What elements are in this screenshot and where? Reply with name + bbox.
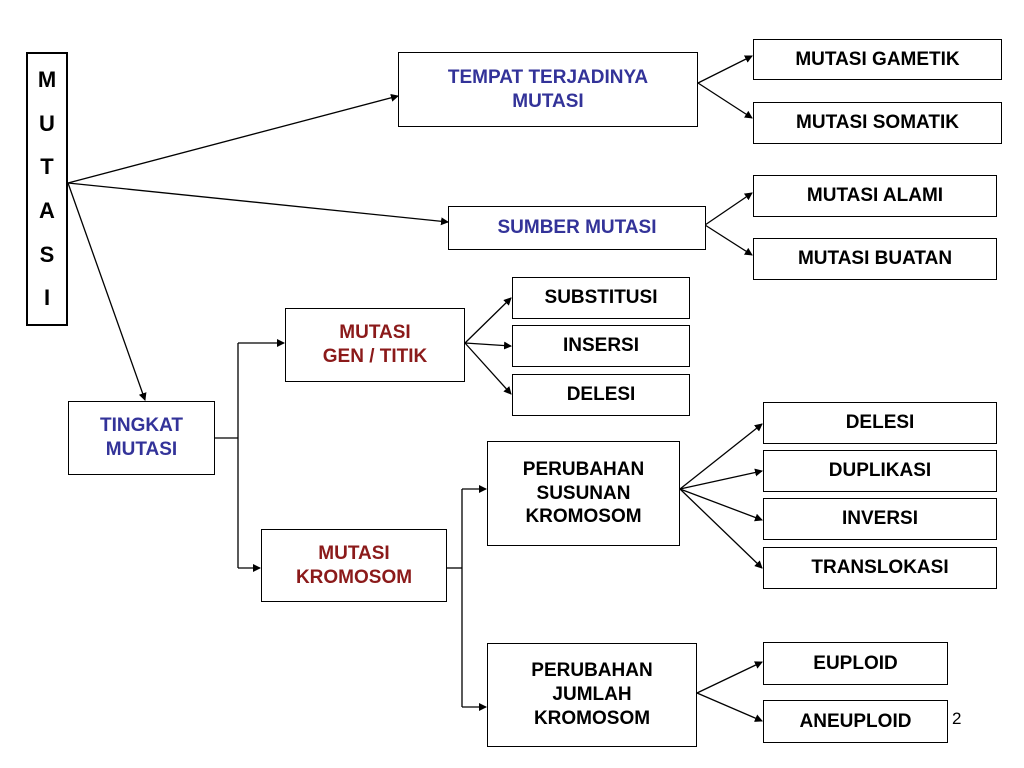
perubahan-susunan-box: PERUBAHAN SUSUNAN KROMOSOM bbox=[487, 441, 680, 546]
edge-root-tingkat bbox=[67, 182, 147, 401]
tingkat-mutasi-box: TINGKAT MUTASI bbox=[68, 401, 215, 475]
root-letter: T bbox=[40, 154, 54, 180]
perubahan-jumlah-box: PERUBAHAN JUMLAH KROMOSOM bbox=[487, 643, 697, 747]
edge-tempat-somatik bbox=[697, 82, 753, 119]
edge-gen-insersi bbox=[464, 341, 512, 350]
mutasi-alami-box: MUTASI ALAMI bbox=[753, 175, 997, 217]
edge-tempat-gametik bbox=[697, 55, 753, 84]
aneuploid-box: ANEUPLOID bbox=[763, 700, 948, 743]
delesi-kromosom-box: DELESI bbox=[763, 402, 997, 444]
root-letter: U bbox=[39, 110, 55, 136]
translokasi-box: TRANSLOKASI bbox=[763, 547, 997, 589]
sumber-mutasi-box: SUMBER MUTASI bbox=[448, 206, 706, 250]
edge-sumber-alami bbox=[704, 192, 753, 226]
mutasi-root-box: M U T A S I bbox=[26, 52, 68, 326]
edge-susunan-delesi bbox=[679, 423, 763, 490]
edge-gen-substitusi bbox=[464, 297, 512, 344]
inversi-box: INVERSI bbox=[763, 498, 997, 540]
euploid-box: EUPLOID bbox=[763, 642, 948, 685]
insersi-box: INSERSI bbox=[512, 325, 690, 367]
edge-root-tempat bbox=[67, 93, 399, 184]
substitusi-box: SUBSTITUSI bbox=[512, 277, 690, 319]
edge-gen-delesi bbox=[464, 342, 512, 395]
mutasi-gen-titik-box: MUTASI GEN / TITIK bbox=[285, 308, 465, 382]
edge-sumber-buatan bbox=[704, 224, 753, 256]
tempat-terjadinya-box: TEMPAT TERJADINYA MUTASI bbox=[398, 52, 698, 127]
edge-susunan-translokasi bbox=[679, 488, 763, 569]
delesi-gen-box: DELESI bbox=[512, 374, 690, 416]
root-letter: A bbox=[39, 198, 55, 224]
duplikasi-box: DUPLIKASI bbox=[763, 450, 997, 492]
edge-susunan-inversi bbox=[679, 488, 763, 522]
mutasi-buatan-box: MUTASI BUATAN bbox=[753, 238, 997, 280]
root-letter: I bbox=[43, 285, 51, 311]
edge-root-sumber bbox=[67, 182, 449, 226]
page-number: 2 bbox=[952, 709, 962, 728]
edge-susunan-duplikasi bbox=[679, 468, 763, 490]
root-letter: M bbox=[37, 67, 57, 93]
root-letter: S bbox=[39, 241, 55, 267]
mutasi-kromosom-box: MUTASI KROMOSOM bbox=[261, 529, 447, 602]
mutasi-somatik-box: MUTASI SOMATIK bbox=[753, 102, 1002, 144]
mutasi-gametik-box: MUTASI GAMETIK bbox=[753, 39, 1002, 80]
edge-jumlah-aneuploid bbox=[696, 692, 763, 722]
edge-jumlah-euploid bbox=[696, 661, 763, 694]
